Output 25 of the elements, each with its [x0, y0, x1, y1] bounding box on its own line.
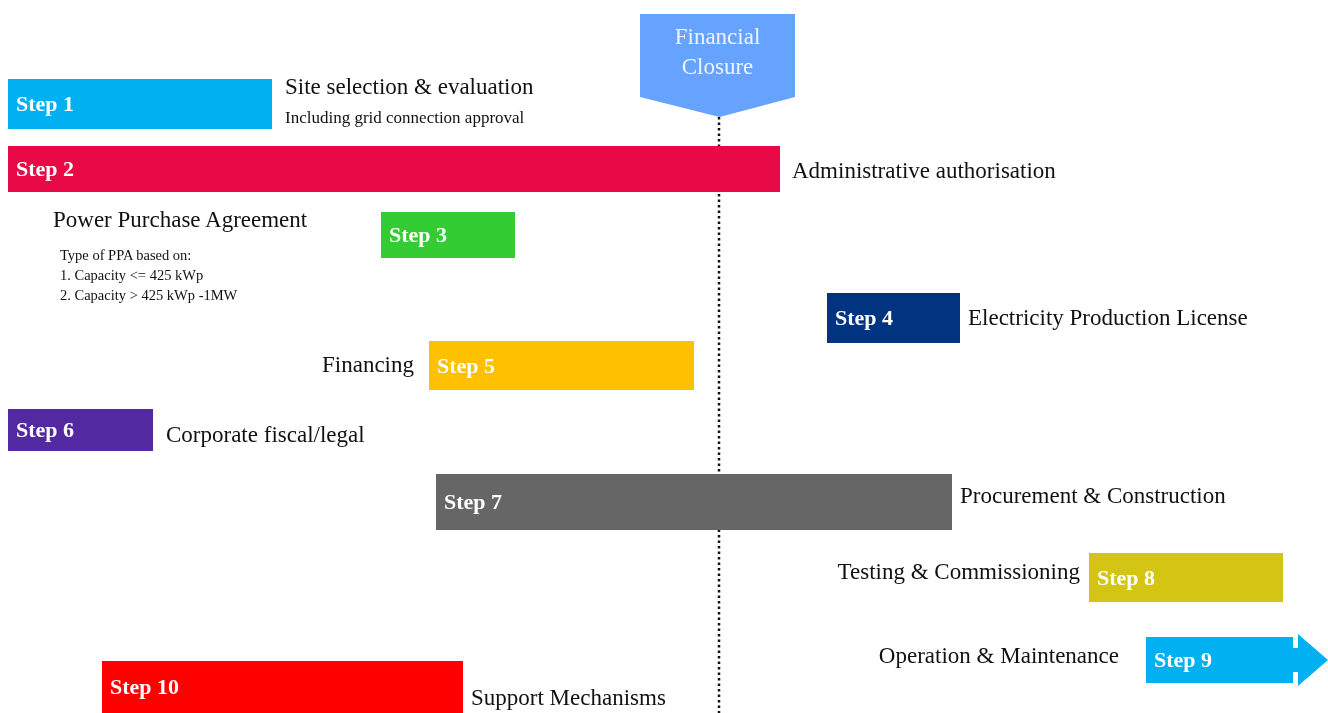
step-note: 2. Capacity > 425 kWp -1MW — [60, 287, 238, 303]
step-arrow: Step 9 — [1146, 634, 1328, 686]
step-note: Including grid connection approval — [285, 108, 525, 126]
step-bar: Step 7 — [436, 474, 952, 530]
step-note: Type of PPA based on: — [60, 247, 192, 263]
step-title: Electricity Production License — [968, 305, 1248, 329]
step-bar: Step 3 — [381, 212, 515, 258]
step-bar: Step 2 — [8, 146, 780, 192]
step-bar: Step 5 — [429, 341, 694, 390]
step-bar: Step 10 — [102, 661, 463, 713]
step-title: Administrative authorisation — [792, 158, 1056, 182]
step-title: Procurement & Construction — [960, 483, 1226, 507]
step-bar: Step 6 — [8, 409, 153, 451]
step-title: Testing & Commissioning — [837, 559, 1080, 583]
step-title: Financing — [322, 352, 414, 376]
step-bar: Step 8 — [1089, 553, 1283, 602]
step-title: Operation & Maintenance — [878, 643, 1119, 667]
step-title: Support Mechanisms — [471, 685, 666, 709]
step-title: Corporate fiscal/legal — [166, 422, 365, 446]
step-note: 1. Capacity <= 425 kWp — [60, 267, 204, 283]
step-title: Power Purchase Agreement — [53, 207, 308, 231]
milestone-pentagon: Financial Closure — [640, 14, 795, 117]
step-title: Site selection & evaluation — [285, 74, 534, 98]
step-bar: Step 1 — [8, 79, 272, 129]
step-bar: Step 4 — [827, 293, 960, 343]
